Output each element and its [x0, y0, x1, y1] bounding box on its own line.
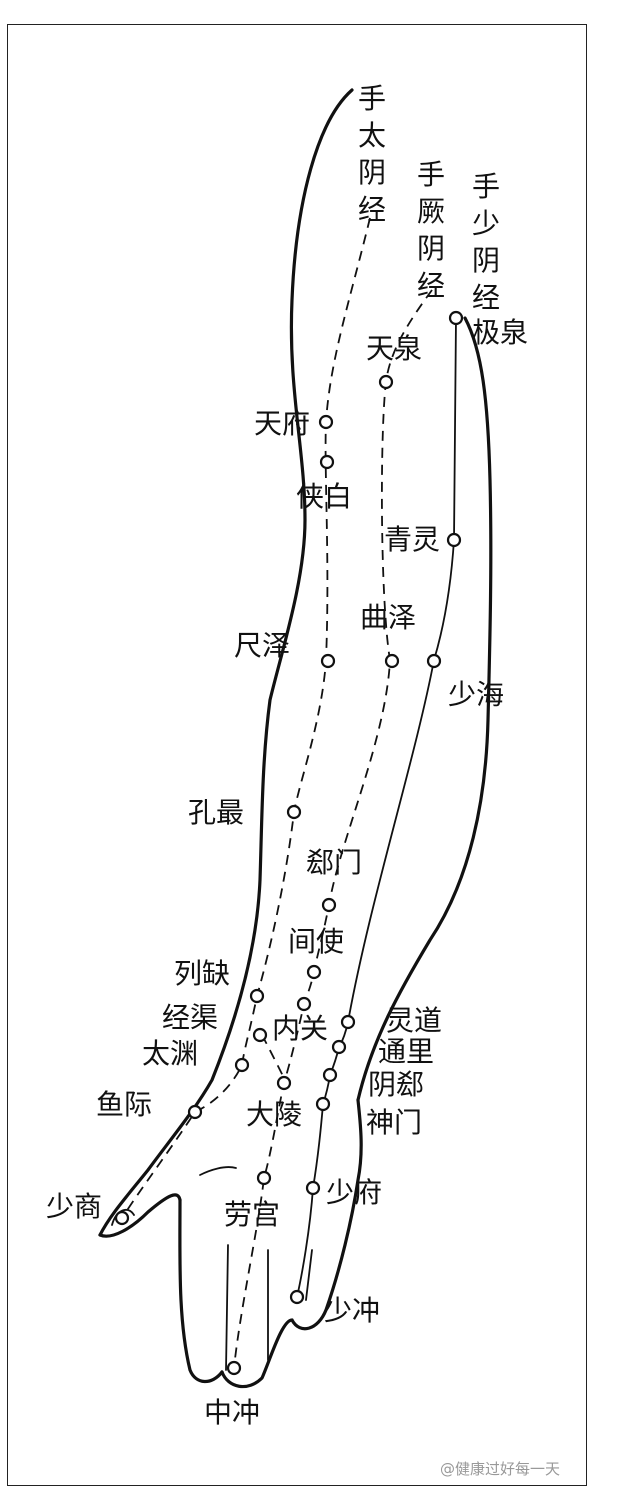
point-yinxi — [322, 1067, 338, 1083]
label-yuji: 鱼际 — [96, 1088, 152, 1121]
point-shaofu — [305, 1180, 321, 1196]
middle-finger — [220, 1318, 294, 1389]
pericardium-meridian-char: 经 — [417, 269, 445, 302]
thumb-crease — [199, 1166, 237, 1176]
point-tianfu — [318, 414, 334, 430]
acupoint-markers — [114, 310, 464, 1376]
lung-meridian-char: 经 — [358, 193, 386, 226]
heart-meridian-char: 少 — [472, 207, 500, 240]
label-shaoshang: 少商 — [46, 1190, 102, 1223]
point-zhongchong — [226, 1360, 242, 1376]
label-lung-meridian: 手 太 阴 经 — [358, 82, 386, 226]
point-jianshi — [306, 964, 322, 980]
point-shenmen — [315, 1096, 331, 1112]
point-chize — [320, 653, 336, 669]
point-quze — [384, 653, 400, 669]
point-shaoshang — [114, 1210, 130, 1226]
point-kongzui — [286, 804, 302, 820]
label-heart-meridian: 手 少 阴 经 — [472, 170, 500, 314]
point-taiyuan — [234, 1057, 250, 1073]
palm-base — [178, 1198, 224, 1384]
point-lingdao — [340, 1014, 356, 1030]
label-jiquan: 极泉 — [472, 316, 528, 349]
point-yuji — [187, 1104, 203, 1120]
arm-outer-edge — [98, 88, 354, 1237]
image-frame — [7, 24, 587, 1486]
point-jiquan — [448, 310, 464, 326]
watermark: @健康过好每一天 — [440, 1460, 561, 1478]
label-shaohai: 少海 — [448, 678, 504, 711]
point-jingqu — [252, 1027, 268, 1043]
label-ximen: 郄门 — [306, 846, 362, 879]
label-shaochong: 少冲 — [324, 1294, 380, 1327]
pericardium-meridian-char: 阴 — [417, 232, 445, 265]
finger-line-3 — [305, 1249, 313, 1301]
point-xiabai — [319, 454, 335, 470]
point-qingling — [446, 532, 462, 548]
heart-meridian-char: 阴 — [472, 244, 500, 277]
acupoint-labels: 极泉 天泉 天府 侠白 青灵 曲泽 尺泽 少海 孔最 郄门 间使 列缺 经渠 内… — [46, 316, 528, 1429]
arm-inner-edge — [356, 316, 493, 1102]
label-tianquan: 天泉 — [366, 332, 422, 365]
point-tongli — [331, 1039, 347, 1055]
pericardium-meridian-char: 手 — [417, 158, 445, 191]
label-tongli: 通里 — [378, 1035, 434, 1068]
label-yinxi: 阴郄 — [368, 1068, 424, 1101]
point-tianquan — [378, 374, 394, 390]
label-daling: 大陵 — [246, 1098, 302, 1131]
label-laogong: 劳宫 — [224, 1198, 280, 1231]
lung-meridian-char: 太 — [358, 119, 386, 152]
lung-meridian-char: 阴 — [358, 156, 386, 189]
heart-meridian-char: 经 — [472, 281, 500, 314]
label-pericardium-meridian: 手 厥 阴 经 — [417, 158, 445, 302]
heart-meridian-line-upper — [453, 317, 457, 541]
pericardium-meridian-char: 厥 — [417, 195, 445, 228]
thumb-tip — [98, 1193, 182, 1238]
point-daling — [276, 1075, 292, 1091]
label-lingdao: 灵道 — [386, 1004, 442, 1037]
lung-meridian-char: 手 — [358, 82, 386, 115]
label-qingling: 青灵 — [384, 523, 440, 556]
label-xiabai: 侠白 — [296, 480, 352, 513]
label-neiguan: 内关 — [272, 1012, 328, 1045]
meridian-labels: 手 太 阴 经 手 厥 阴 经 手 少 阴 经 — [358, 82, 500, 314]
arm-outline — [98, 88, 493, 1389]
point-ximen — [321, 897, 337, 913]
label-shenmen: 神门 — [366, 1106, 422, 1139]
little-finger — [290, 1098, 363, 1331]
label-shaofu: 少府 — [326, 1176, 382, 1209]
label-jingqu: 经渠 — [162, 1001, 218, 1034]
label-tianfu: 天府 — [254, 407, 310, 440]
label-taiyuan: 太渊 — [142, 1037, 198, 1070]
label-quze: 曲泽 — [360, 601, 416, 634]
point-shaohai — [426, 653, 442, 669]
label-chize: 尺泽 — [234, 629, 290, 662]
heart-meridian-char: 手 — [472, 170, 500, 203]
finger-line-1 — [225, 1244, 229, 1371]
point-neiguan — [296, 996, 312, 1012]
thumb-nail — [111, 1208, 135, 1226]
point-lieque — [249, 988, 265, 1004]
point-shaochong — [289, 1289, 305, 1305]
label-zhongchong: 中冲 — [204, 1396, 260, 1429]
label-jianshi: 间使 — [288, 925, 344, 958]
label-lieque: 列缺 — [174, 957, 230, 990]
point-laogong — [256, 1170, 272, 1186]
label-kongzui: 孔最 — [188, 796, 244, 829]
